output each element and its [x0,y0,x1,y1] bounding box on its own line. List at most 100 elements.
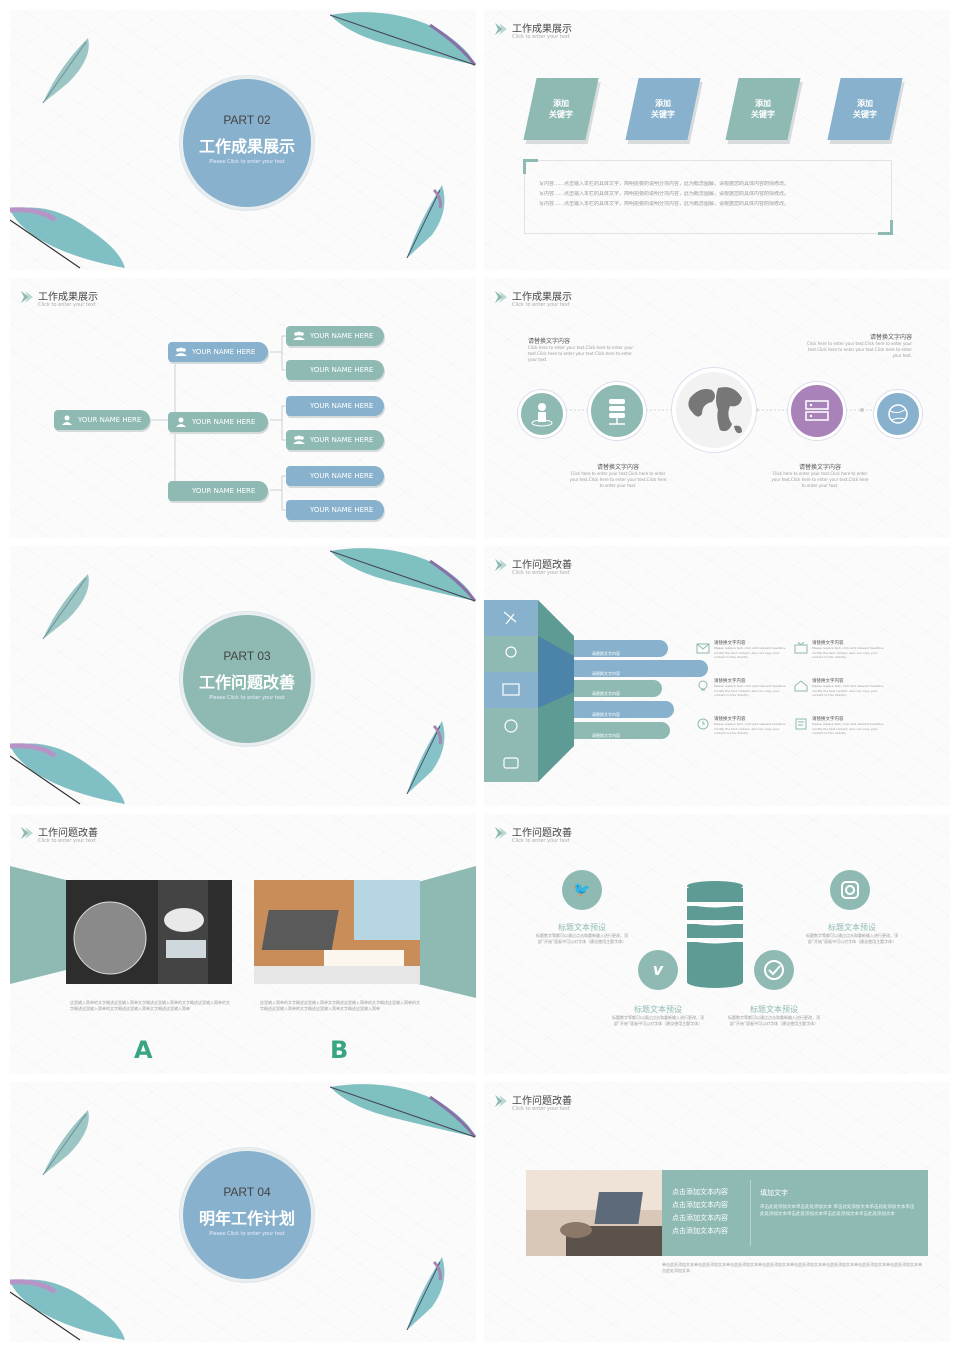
root-node[interactable]: YOUR NAME HERE [54,410,150,430]
database-icon[interactable] [588,382,646,440]
item-text: Please replace text, click add relevant … [714,722,787,735]
network-icon[interactable] [874,390,922,438]
slide-part-04[interactable]: PART 04 明年工作计划 Please Click to enter you… [10,1082,476,1342]
feather-bottom-right-icon [406,1257,445,1331]
photo-laptop-office[interactable] [526,1170,662,1256]
vimeo-icon[interactable]: v [638,950,678,990]
photo-business-globe[interactable] [66,880,232,984]
chevron-right-icon [495,827,507,839]
feather-bottom-left-icon [10,1279,125,1341]
person-icon[interactable] [518,390,566,438]
section-title: 明年工作计划 [198,1209,295,1228]
body-line: 写内容……点击输入本栏的具体文字，简明扼要的说明分项内容，此为概念图解，请根据您… [539,191,790,197]
slide-subtitle: Click to enter your text [512,838,570,844]
leaf-node-3[interactable]: YOUR NAME HERE [286,396,384,416]
slide-database-social[interactable]: 工作问题改善 Click to enter your text 🐦 v 标题文本… [484,814,950,1074]
node-label: YOUR NAME HERE [310,332,374,340]
database-stack-icon [686,881,744,988]
funnel-bar-3[interactable]: 请替换文字内容 [574,680,662,697]
caption-b-text: 这里输入简单的文字概述这里输入简单文字概述这里输入简单的文字概述这里输入简单的文… [260,1000,420,1011]
section-title: 工作成果展示 [198,137,295,156]
section-circle: PART 04 明年工作计划 Please Click to enter you… [180,1148,314,1282]
block-text: 标题数字等都可以通过点击和重新输入进行更改，顶部“开始”面板中可以对字体（建议使… [806,933,898,944]
check-icon[interactable] [754,950,794,990]
slide-org-tree[interactable]: 工作成果展示 Click to enter your text YOUR NAM… [10,278,476,538]
item-title: 请替换文字内容 [714,717,746,722]
server-icon[interactable] [788,382,846,440]
chevron-right-icon [21,827,33,839]
funnel-bar-4[interactable]: 请替换文字内容 [574,701,674,718]
item-text: Please replace text, click add relevant … [714,646,787,659]
mid-node-1[interactable]: YOUR NAME HERE [168,342,268,362]
keyword-box-1[interactable]: 添加 关键字 [523,78,599,140]
item-text: Please replace text, click add relevant … [812,684,885,697]
keyword-box-2[interactable]: 添加 关键字 [625,78,701,140]
section-subtitle: Please Click to enter your text [209,159,285,165]
body-line: 写内容……点击输入本栏的具体文字，简明扼要的说明分项内容，此为概念图解，请根据您… [539,201,790,207]
user-icon [62,415,72,425]
leaf-node-4[interactable]: YOUR NAME HERE [286,430,384,450]
slide-globe-process[interactable]: 工作成果展示 Click to enter your text 请替换文字内容 … [484,278,950,538]
block-title: 标题文本预设 [828,923,876,932]
slide-title: 工作成果展示 [512,292,572,303]
section-subtitle: Please Click to enter your text [209,1231,285,1237]
bar-label: 请替换文字内容 [592,651,620,656]
caption-title: 请替换文字内容 [528,338,571,345]
feather-top-right-icon [330,1084,476,1138]
feather-bottom-right-icon [406,185,445,259]
slide-photo-banner[interactable]: 工作问题改善 Click to enter your text 点击添加文本内容… [484,1082,950,1342]
list-line: 点击添加文本内容 [672,1188,728,1196]
slide-funnel-list[interactable]: 工作问题改善 Click to enter your text 请替换文字内容 … [484,546,950,806]
leaf-node-5[interactable]: YOUR NAME HERE [286,466,384,486]
slide-results-keywords[interactable]: 工作成果展示 Click to enter your text 添加 关键字 添… [484,10,950,270]
feather-top-left-icon [42,1110,89,1176]
leaf-node-2[interactable]: YOUR NAME HERE [286,360,384,380]
photo-laptop-work[interactable] [254,880,420,984]
item-text: Please replace text, click add relevant … [812,646,885,659]
feather-top-left-icon [42,38,89,104]
funnel-bar-1[interactable]: 请替换文字内容 [574,640,668,657]
label-b: B [330,1036,349,1064]
slide-subtitle: Click to enter your text [38,302,96,308]
node-label: YOUR NAME HERE [192,487,256,495]
mid-node-2[interactable]: YOUR NAME HERE [168,412,268,432]
leaf-node-1[interactable]: YOUR NAME HERE [286,326,384,346]
bar-label: 请替换文字内容 [592,691,620,696]
item-title: 请替换文字内容 [714,679,746,684]
node-label: YOUR NAME HERE [192,418,256,426]
slide-photo-ab[interactable]: 工作问题改善 Click to enter your text 这里输入简单的文… [10,814,476,1074]
group-icon [293,331,305,340]
chevron-right-icon [495,291,507,303]
keyword-box-4[interactable]: 添加 关键字 [827,78,903,140]
slide-subtitle: Click to enter your text [38,838,96,844]
funnel-bar-2[interactable]: 请替换文字内容 [574,660,708,677]
instagram-icon[interactable] [830,870,870,910]
mid-node-3[interactable]: YOUR NAME HERE [168,481,268,501]
caption-text: Click here to enter your text.Click here… [771,471,869,488]
slide-part-03[interactable]: PART 03 工作问题改善 Please Click to enter you… [10,546,476,806]
right-title: 填加文字 [760,1189,788,1197]
chevron-right-icon [495,23,507,35]
block-title: 标题文本预设 [634,1005,682,1014]
block-text: 标题数字等都可以通过点击和重新输入进行更改，顶部“开始”面板中可以对字体（建议使… [536,933,628,944]
slide-part-02[interactable]: PART 02 工作成果展示 Please Click to enter you… [10,10,476,270]
list-line: 点击添加文本内容 [672,1227,728,1235]
keyword-box-3[interactable]: 添加 关键字 [725,78,801,140]
feather-bottom-left-icon [10,743,125,805]
item-text: Please replace text, click add relevant … [714,684,787,697]
list-line: 点击添加文本内容 [672,1214,728,1222]
feather-top-right-icon [330,12,476,66]
globe-icon[interactable] [672,368,756,452]
node-label: YOUR NAME HERE [310,472,374,480]
node-label: YOUR NAME HERE [78,416,142,424]
footer-text: 单击此处添加文本单击此处添加文本单击此处添加文本单击此处添加文本单击此处添加文本… [662,1262,922,1273]
twitter-icon[interactable]: 🐦 [562,870,602,910]
leaf-node-6[interactable]: YOUR NAME HERE [286,500,384,520]
funnel-bar-5[interactable]: 请替换文字内容 [574,722,670,739]
text-frame: 写内容……点击输入本栏的具体文字，简明扼要的说明分项内容，此为概念图解，请根据您… [523,159,893,235]
